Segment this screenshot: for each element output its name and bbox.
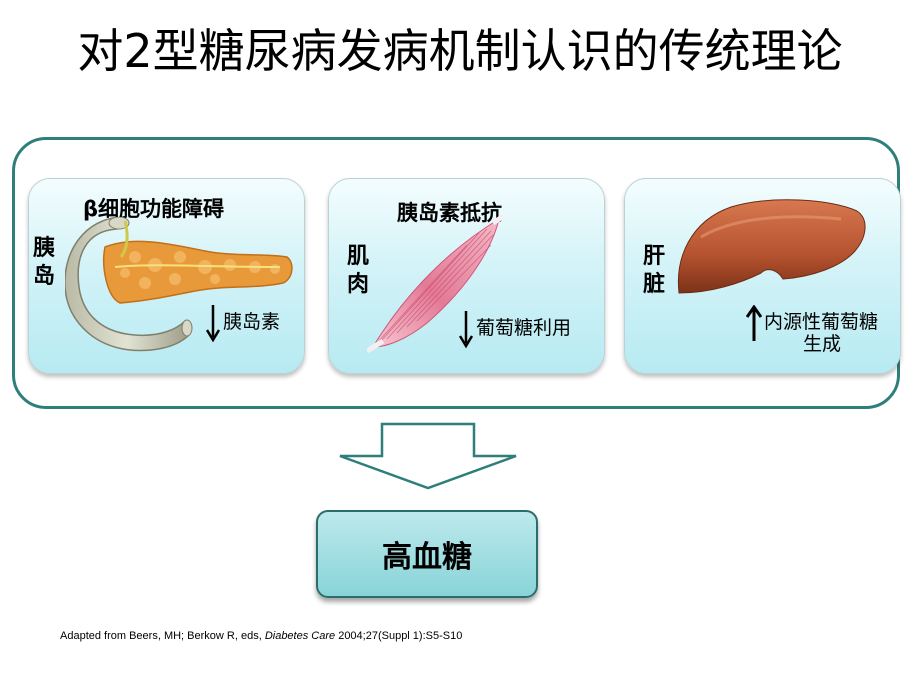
down-arrow-icon (459, 311, 473, 349)
organ-label: 肌肉 (346, 244, 369, 297)
glucose-production-label-2: 生成 (803, 333, 842, 355)
citation: Adapted from Beers, MH; Berkow R, eds, D… (60, 630, 462, 642)
liver-image (677, 199, 866, 294)
panel-heading: 胰岛素抵抗 (397, 201, 502, 225)
up-arrow-icon (746, 305, 762, 341)
muscle-image (367, 215, 507, 354)
glucose-utilization-label: 葡萄糖利用 (476, 317, 572, 339)
citation-prefix: Adapted from Beers, MH; Berkow R, eds, (60, 630, 265, 642)
liver-panel: 肝脏 内源性葡萄糖 生成 (624, 178, 901, 374)
hyperglycemia-box: 高血糖 (316, 510, 538, 598)
beta-cell-panel: β细胞功能障碍 胰岛 胰岛素 (28, 178, 305, 374)
slide-title: 对2型糖尿病发病机制认识的传统理论 (77, 24, 843, 78)
citation-suffix: 2004;27(Suppl 1):S5-S10 (335, 630, 463, 642)
insulin-resistance-panel: 胰岛素抵抗 肌肉 葡萄糖利用 (328, 178, 605, 374)
down-block-arrow-icon (339, 422, 517, 490)
down-arrow-icon (206, 305, 220, 343)
insulin-label: 胰岛素 (223, 311, 281, 333)
glucose-production-label: 内源性葡萄糖 (764, 311, 879, 333)
organ-label: 胰岛 (32, 236, 55, 289)
pancreas-image (65, 217, 293, 352)
panel-heading: β细胞功能障碍 (83, 197, 225, 221)
citation-journal: Diabetes Care (264, 630, 336, 642)
organ-label: 肝脏 (642, 244, 665, 297)
